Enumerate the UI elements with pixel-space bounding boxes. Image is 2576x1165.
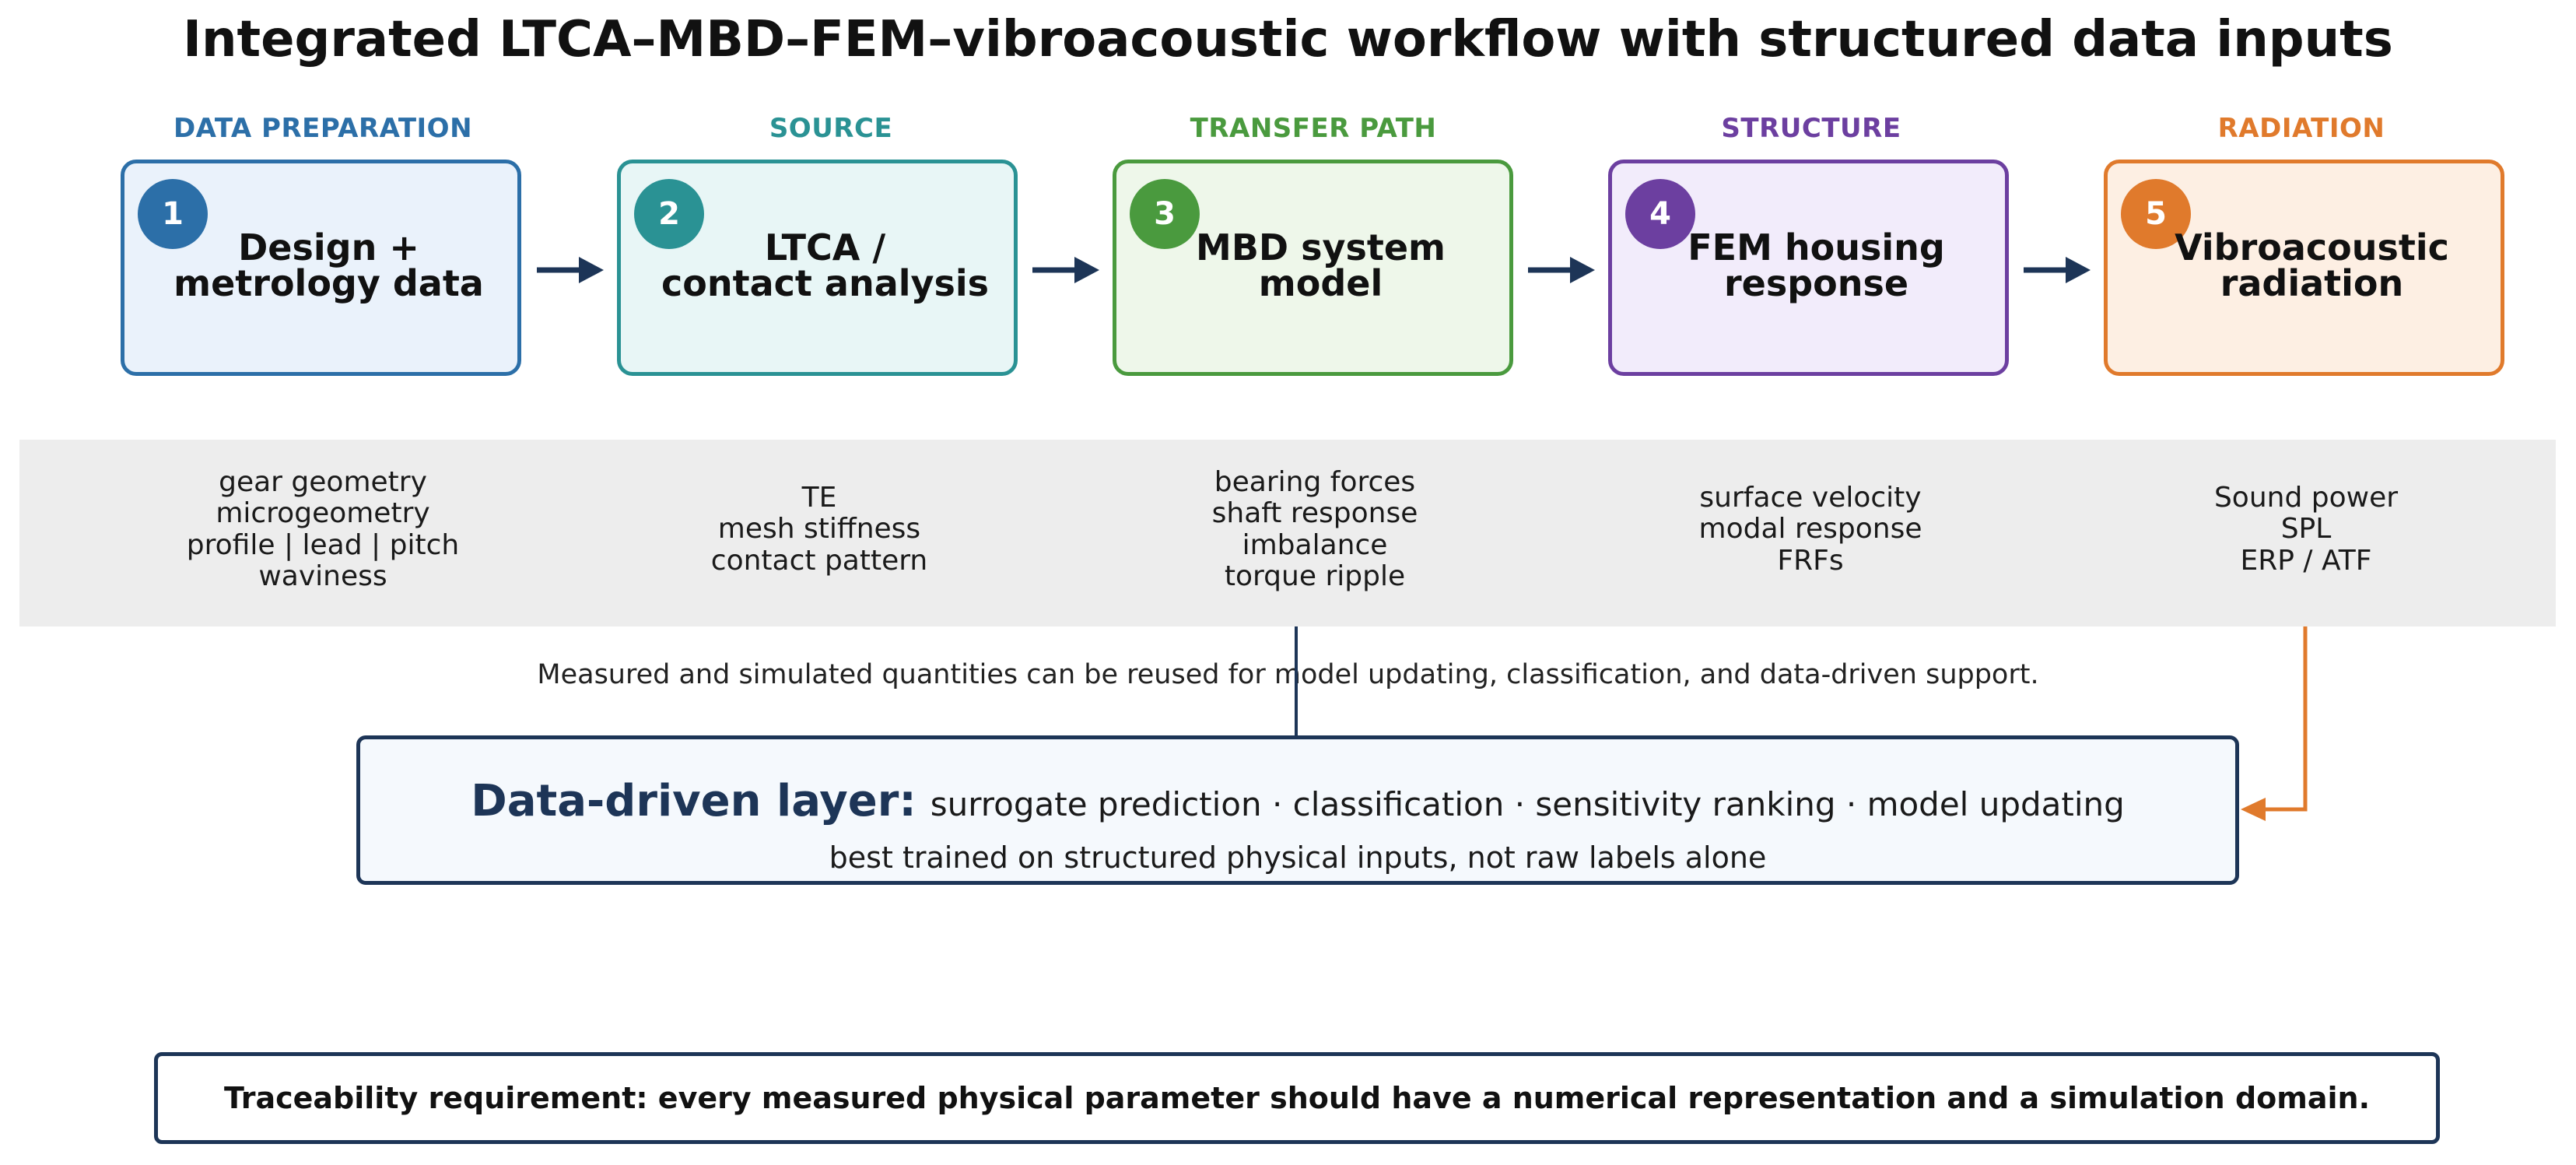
- data-driven-layer-box: Data-driven layer: surrogate prediction ·…: [356, 735, 2239, 885]
- stage-box-design-metrology: 1 Design + metrology data: [121, 160, 521, 376]
- connector-line: [1295, 626, 1298, 735]
- stage-category-data-preparation: DATA PREPARATION: [173, 113, 473, 144]
- features-list-design-metrology: gear geometry microgeometry profile | le…: [121, 466, 525, 592]
- feature-item: profile | lead | pitch: [186, 528, 460, 561]
- stage-title: Design + metrology data: [173, 226, 484, 304]
- stage-box-vibroacoustic: 5 Vibroacoustic radiation: [2104, 160, 2504, 376]
- features-list-fem: surface velocity modal response FRFs: [1608, 482, 2013, 577]
- data-driven-layer-subtitle: best trained on structured physical inpu…: [829, 840, 1767, 875]
- feature-item: SPL: [2280, 513, 2332, 546]
- features-band: [19, 440, 2556, 626]
- flow-arrow-icon: [537, 257, 604, 283]
- stage-category-radiation: RADIATION: [2217, 113, 2385, 144]
- stage-title: FEM housing response: [1688, 226, 1945, 304]
- stage-number-badge: 3: [1130, 179, 1200, 249]
- stage-title: MBD system model: [1196, 226, 1446, 304]
- feature-item: surface velocity: [1699, 482, 1922, 514]
- stage-number-badge: 5: [2121, 179, 2191, 249]
- stage-title: Vibroacoustic radiation: [2175, 226, 2449, 304]
- features-list-radiation: Sound power SPL ERP / ATF: [2104, 482, 2508, 577]
- feature-item: waviness: [258, 560, 387, 592]
- traceability-requirement: Traceability requirement: every measured…: [154, 1052, 2440, 1144]
- stage-category-transfer-path: TRANSFER PATH: [1190, 113, 1437, 144]
- features-list-ltca: TE mesh stiffness contact pattern: [617, 482, 1022, 577]
- flow-arrow-icon: [2024, 257, 2091, 283]
- feature-item: modal response: [1698, 513, 1922, 546]
- feature-item: TE: [801, 482, 837, 514]
- stage-box-ltca-contact: 2 LTCA / contact analysis: [617, 160, 1018, 376]
- stage-box-mbd-system: 3 MBD system model: [1113, 160, 1513, 376]
- feature-item: bearing forces: [1214, 466, 1416, 498]
- feature-item: mesh stiffness: [717, 513, 921, 546]
- feature-item: gear geometry: [219, 466, 427, 498]
- stage-box-fem-housing: 4 FEM housing response: [1608, 160, 2009, 376]
- stage-category-source: SOURCE: [769, 113, 893, 144]
- feature-item: FRFs: [1777, 544, 1844, 577]
- stage-number-badge: 2: [634, 179, 704, 249]
- flow-arrow-icon: [1032, 257, 1099, 283]
- stage-number-badge: 1: [138, 179, 208, 249]
- stage-title: LTCA / contact analysis: [661, 226, 990, 304]
- reuse-note: Measured and simulated quantities can be…: [537, 659, 2039, 690]
- feature-item: ERP / ATF: [2240, 544, 2372, 577]
- feature-item: contact pattern: [710, 544, 928, 577]
- data-driven-layer-label: Data-driven layer:: [471, 776, 916, 826]
- feature-item: torque ripple: [1224, 560, 1406, 592]
- feature-item: imbalance: [1242, 528, 1388, 561]
- stage-category-structure: STRUCTURE: [1721, 113, 1901, 144]
- feature-item: microgeometry: [216, 497, 430, 530]
- feature-item: Sound power: [2213, 482, 2399, 514]
- features-list-mbd: bearing forces shaft response imbalance …: [1113, 466, 1517, 592]
- stage-number-badge: 4: [1625, 179, 1695, 249]
- diagram-title: Integrated LTCA–MBD–FEM–vibroacoustic wo…: [183, 11, 2393, 68]
- flow-arrow-icon: [1528, 257, 1595, 283]
- feature-item: shaft response: [1211, 497, 1418, 530]
- data-driven-layer-items: surrogate prediction · classification · …: [930, 785, 2125, 823]
